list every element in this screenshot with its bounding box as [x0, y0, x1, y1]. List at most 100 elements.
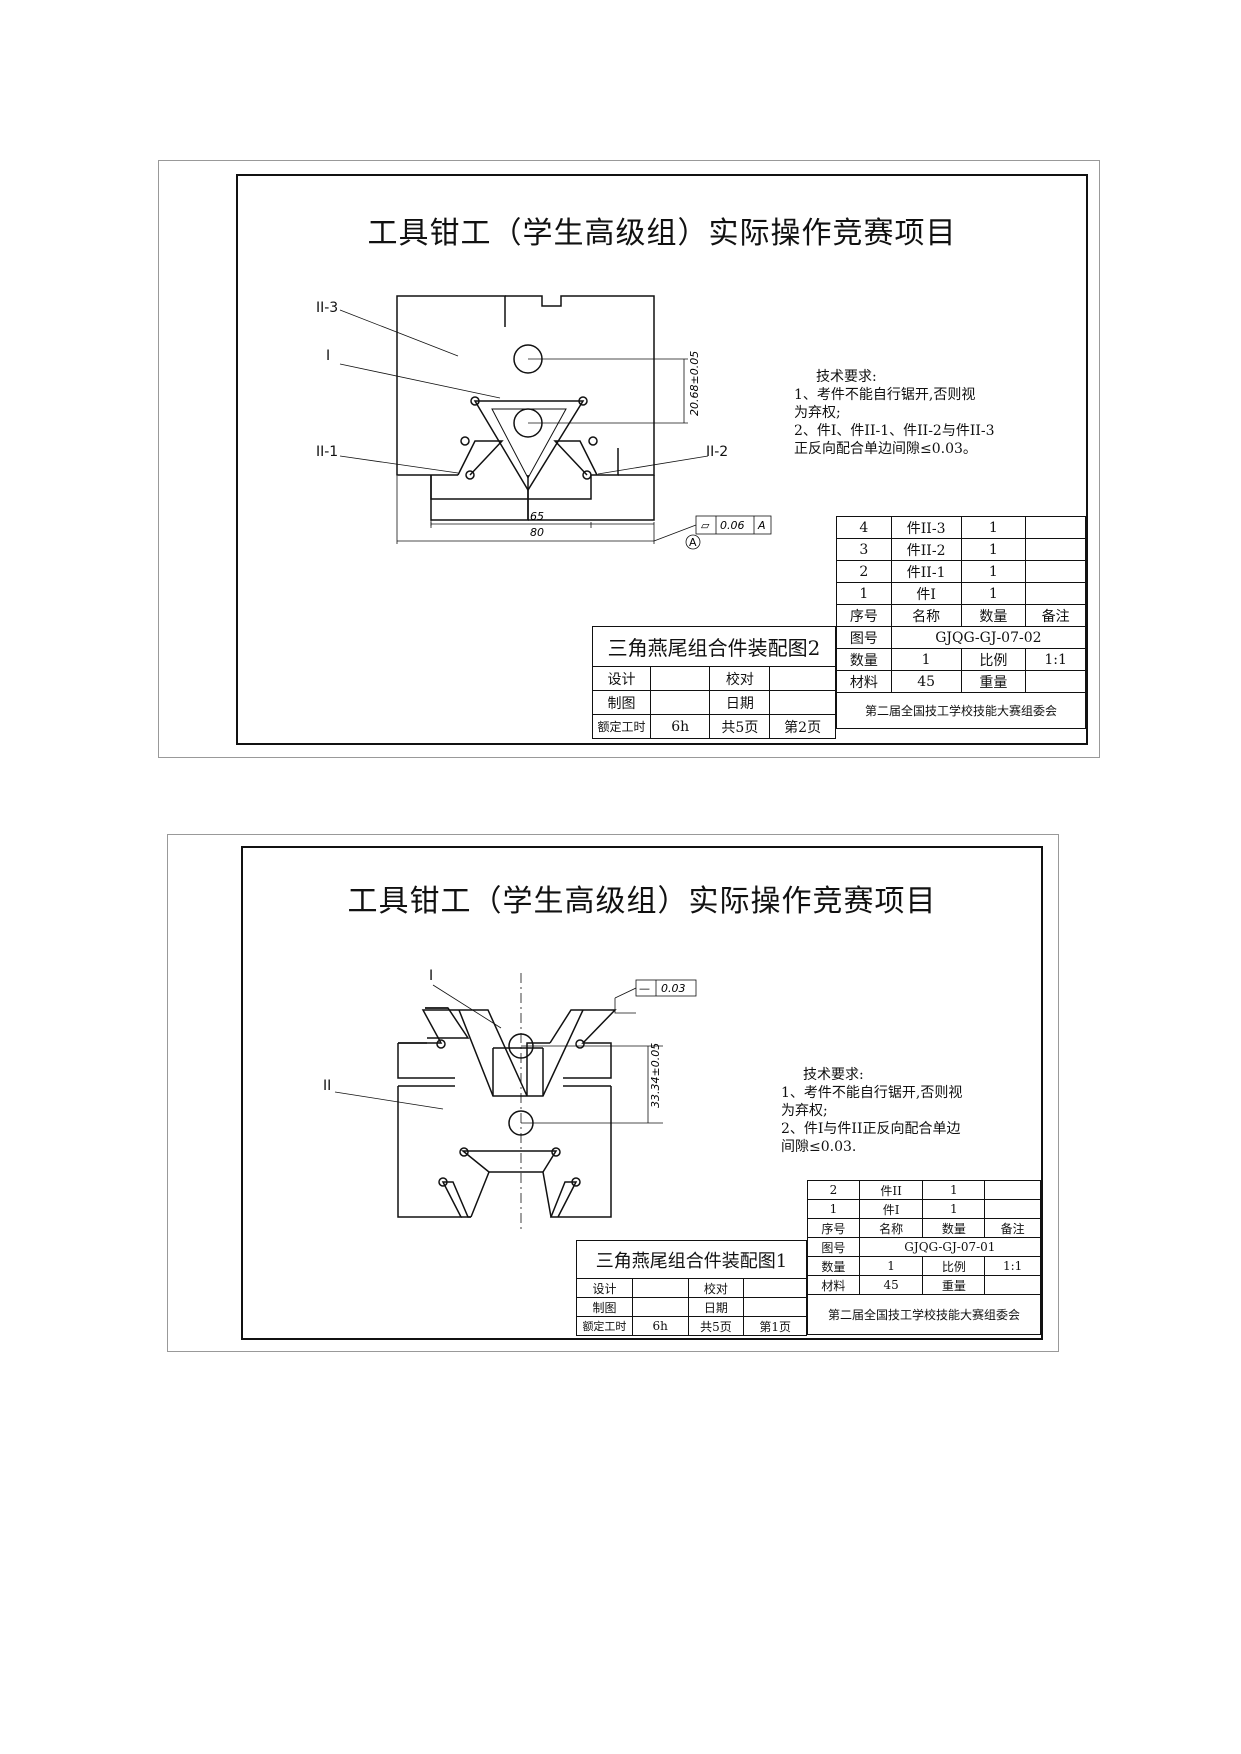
drawing-frame: 工具钳工（学生高级组）实际操作竞赛项目	[241, 846, 1043, 1340]
table-cell: 序号	[807, 1218, 860, 1238]
assembly-drawing-1: 33.34±0.05 — 0.03	[334, 973, 697, 1233]
organizer: 第二届全国技工学校技能大赛组委会	[807, 1294, 1041, 1335]
sheet-title: 工具钳工（学生高级组）实际操作竞赛项目	[367, 216, 957, 251]
table-cell: 材料	[807, 1275, 860, 1295]
table-cell: 1	[922, 1199, 986, 1219]
table-cell	[743, 1297, 807, 1317]
drawing-sheet-2: 工具钳工（学生高级组）实际操作竞赛项目	[158, 160, 1100, 758]
material-value: 45	[858, 1275, 924, 1295]
tech-line: 正反向配合单边间隙≤0.03。	[794, 441, 977, 457]
table-cell	[984, 1199, 1041, 1219]
tech-line: 1、考件不能自行锯开,否则视	[781, 1085, 963, 1101]
table-cell: 数量	[836, 648, 892, 671]
table-cell: 图号	[807, 1237, 860, 1257]
table-cell: 件II-1	[890, 560, 962, 583]
table-cell: 名称	[890, 604, 962, 627]
tech-line: 1、考件不能自行锯开,否则视	[794, 387, 976, 403]
table-header-row: 序号名称数量备注	[807, 1218, 1041, 1238]
tech-heading: 技术要求:	[816, 369, 877, 385]
page-number: 第2页	[769, 714, 836, 739]
part-ii-outline	[425, 1007, 470, 1039]
table-cell	[1025, 670, 1086, 693]
straightness-symbol: —	[639, 982, 650, 995]
label-ii2: II-2	[706, 444, 729, 460]
assembly-drawing-2: 65 80 20.68±0.05 ▱ 0.06 A A	[339, 295, 772, 550]
table-cell: 1	[836, 582, 892, 605]
table-cell: 材料	[836, 670, 892, 693]
table-cell: 备注	[1025, 604, 1086, 627]
scale-value: 1:1	[1025, 648, 1086, 671]
table-cell: 制图	[592, 690, 651, 715]
table-cell: 1	[922, 1180, 986, 1200]
table-cell: 件II-2	[890, 538, 962, 561]
table-cell: 日期	[709, 690, 771, 715]
table-cell: 3	[836, 538, 892, 561]
table-cell	[769, 690, 836, 715]
straightness-value: 0.03	[661, 982, 686, 995]
table-cell: 额定工时	[576, 1316, 633, 1336]
flatness-value: 0.06	[720, 519, 745, 532]
organizer: 第二届全国技工学校技能大赛组委会	[836, 692, 1086, 729]
table-cell: 名称	[858, 1218, 924, 1238]
dim-inner-width: 65	[530, 510, 544, 523]
table-cell: 6h	[631, 1316, 689, 1336]
drawing-name: 三角燕尾组合件装配图2	[592, 626, 836, 667]
table-cell	[743, 1278, 807, 1298]
table-cell	[1025, 560, 1086, 583]
table-cell	[649, 666, 711, 691]
table-cell: 图号	[836, 626, 892, 649]
flatness-symbol: ▱	[701, 519, 710, 532]
scale-value: 1:1	[984, 1256, 1041, 1276]
part-ii3-outline	[396, 295, 506, 476]
material-value: 45	[890, 670, 962, 693]
table-cell	[649, 690, 711, 715]
table-cell: 重量	[922, 1275, 986, 1295]
table-cell: 1	[960, 538, 1027, 561]
table-cell: 1	[858, 1256, 924, 1276]
page-number: 第1页	[743, 1316, 807, 1336]
label-i: I	[429, 968, 434, 984]
part-i-triangle	[473, 400, 585, 492]
label-ii1: II-1	[316, 444, 339, 460]
technical-requirements: 技术要求: 1、考件不能自行锯开,否则视 为弃权; 2、件I、件II-1、件II…	[794, 368, 995, 458]
tech-line: 为弃权;	[781, 1103, 828, 1119]
table-cell: 共5页	[687, 1316, 745, 1336]
dim-vertical: 33.34±0.05	[649, 1043, 662, 1108]
table-cell: 1	[960, 560, 1027, 583]
table-cell	[1025, 516, 1086, 539]
tech-line: 2、件I、件II-1、件II-2与件II-3	[794, 423, 995, 439]
table-cell: 1	[807, 1199, 860, 1219]
datum-label: A	[757, 519, 766, 532]
table-cell: 1	[960, 516, 1027, 539]
tech-line: 2、件I与件II正反向配合单边	[781, 1121, 961, 1137]
table-cell: 制图	[576, 1297, 633, 1317]
table-cell: 1	[960, 582, 1027, 605]
info-row: 第二届全国技工学校技能大赛组委会	[836, 692, 1086, 729]
technical-requirements: 技术要求: 1、考件不能自行锯开,否则视 为弃权; 2、件I与件II正反向配合单…	[781, 1066, 962, 1156]
table-cell: 校对	[709, 666, 771, 691]
table-cell: 4	[836, 516, 892, 539]
sheet-title: 工具钳工（学生高级组）实际操作竞赛项目	[347, 884, 937, 919]
dim-outer-width: 80	[530, 526, 544, 539]
info-row: 第二届全国技工学校技能大赛组委会	[807, 1294, 1041, 1335]
table-header-row: 序号名称数量备注	[836, 604, 1086, 627]
table-cell: 6h	[649, 714, 711, 739]
table-cell: 校对	[687, 1278, 745, 1298]
table-cell: 数量	[960, 604, 1027, 627]
table-cell: 件I	[858, 1199, 924, 1219]
table-cell	[631, 1297, 689, 1317]
dim-vertical: 20.68±0.05	[688, 351, 701, 416]
table-cell	[984, 1180, 1041, 1200]
table-cell: 设计	[576, 1278, 633, 1298]
table-cell: 序号	[836, 604, 892, 627]
drawing-number: GJQG-GJ-07-01	[858, 1237, 1042, 1257]
table-cell: 件II	[858, 1180, 924, 1200]
table-cell: 备注	[984, 1218, 1041, 1238]
